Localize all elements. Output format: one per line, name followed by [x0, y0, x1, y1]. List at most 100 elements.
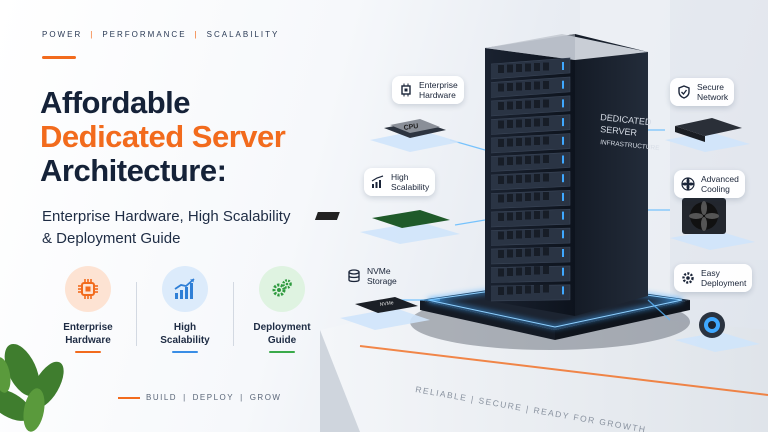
tagline-grow: GROW	[249, 393, 282, 402]
subtitle-line-1: Enterprise Hardware, High Scalability	[42, 208, 291, 225]
drive-bay	[525, 193, 531, 201]
callout-label: NVMe	[367, 266, 391, 276]
drive-bay	[507, 212, 513, 221]
callout-label: High	[391, 172, 409, 182]
drive-bay	[525, 174, 531, 183]
callout-label: Secure	[697, 82, 724, 92]
drive-bay	[534, 100, 540, 108]
drive-bay	[498, 65, 504, 73]
nvme-drive-label: NVMe	[379, 300, 394, 308]
drive-bay	[507, 249, 513, 258]
status-led	[562, 192, 564, 201]
callout-label: Cooling	[701, 184, 730, 195]
drive-bay	[498, 231, 504, 240]
drive-bay	[525, 137, 531, 146]
drive-bay	[534, 248, 540, 256]
status-led	[562, 80, 564, 89]
drive-bay	[543, 247, 549, 256]
fan-icon	[680, 176, 696, 192]
callout-label: Easy	[701, 268, 720, 278]
callout-label: Deployment	[701, 278, 747, 289]
tagline-power: POWER	[42, 30, 83, 39]
drive-bay	[543, 81, 549, 89]
drive-bay	[507, 268, 513, 276]
database-icon	[346, 268, 362, 284]
status-led	[562, 174, 564, 183]
drive-bay	[543, 229, 549, 237]
callout-label: Hardware	[419, 90, 456, 101]
bottom-tagline: BUILD|DEPLOY|GROW	[118, 393, 281, 402]
drive-bay	[525, 156, 531, 164]
headline-line-3: Architecture:	[40, 153, 227, 189]
drive-bay	[516, 156, 522, 165]
status-led	[562, 62, 564, 70]
accent-divider	[42, 56, 76, 59]
growth-chart-icon	[162, 266, 208, 312]
drive-bay	[534, 118, 540, 127]
drive-bay	[525, 119, 531, 127]
status-led	[562, 249, 564, 257]
feature-divider	[233, 282, 234, 346]
callout-label: Advanced	[701, 174, 739, 184]
drive-bay	[525, 100, 531, 109]
status-led	[562, 155, 564, 164]
tagline-separator: |	[194, 30, 199, 39]
drive-bay	[516, 212, 522, 220]
status-led	[562, 118, 564, 127]
server-label-line-2: SERVER	[600, 124, 638, 138]
drive-bay	[498, 83, 504, 92]
callout-label: Scalability	[391, 182, 430, 193]
drive-bay	[534, 229, 540, 238]
status-led	[562, 286, 564, 295]
drive-bay	[543, 192, 549, 200]
drive-bay	[534, 63, 540, 71]
status-led	[562, 99, 564, 108]
subtitle: Enterprise Hardware, High Scalability & …	[42, 206, 290, 250]
headline-line-1: Affordable	[40, 85, 191, 120]
callout-label: Storage	[367, 276, 397, 287]
drive-bay	[498, 176, 504, 184]
drive-bay	[516, 286, 522, 294]
drive-bay	[507, 83, 513, 91]
drive-bay	[498, 194, 504, 203]
drive-bay	[543, 136, 549, 145]
shield-icon	[676, 84, 692, 100]
drive-bay	[525, 248, 531, 257]
drive-bay	[534, 174, 540, 182]
drive-bay	[498, 157, 504, 166]
drive-bay	[534, 155, 540, 164]
subtitle-line-2: & Deployment Guide	[42, 229, 181, 247]
drive-bay	[543, 99, 549, 108]
drive-bay	[507, 231, 513, 239]
drive-bay	[498, 102, 504, 110]
drive-bay	[516, 138, 522, 146]
drive-bay	[525, 211, 531, 220]
drive-bay	[516, 64, 522, 72]
status-led	[562, 230, 564, 239]
status-led	[562, 211, 564, 220]
drive-bay	[516, 101, 522, 109]
bottom-accent-line	[118, 396, 140, 399]
feature-underline	[172, 351, 198, 353]
tagline-build: BUILD	[146, 393, 178, 402]
tagline-performance: PERFORMANCE	[102, 30, 187, 39]
drive-bay	[543, 118, 549, 126]
drive-bay	[525, 230, 531, 238]
headline-line-2: Dedicated Server	[40, 119, 286, 155]
drive-bay	[507, 101, 513, 110]
drive-bay	[507, 120, 513, 128]
drive-bay	[534, 137, 540, 145]
tagline-scalability: SCALABILITY	[206, 30, 280, 39]
status-led	[562, 267, 564, 276]
server-illustration: DEDICATED SERVER INFRASTRUCTURE CPU N	[314, 0, 768, 432]
feature-underline	[269, 351, 295, 353]
